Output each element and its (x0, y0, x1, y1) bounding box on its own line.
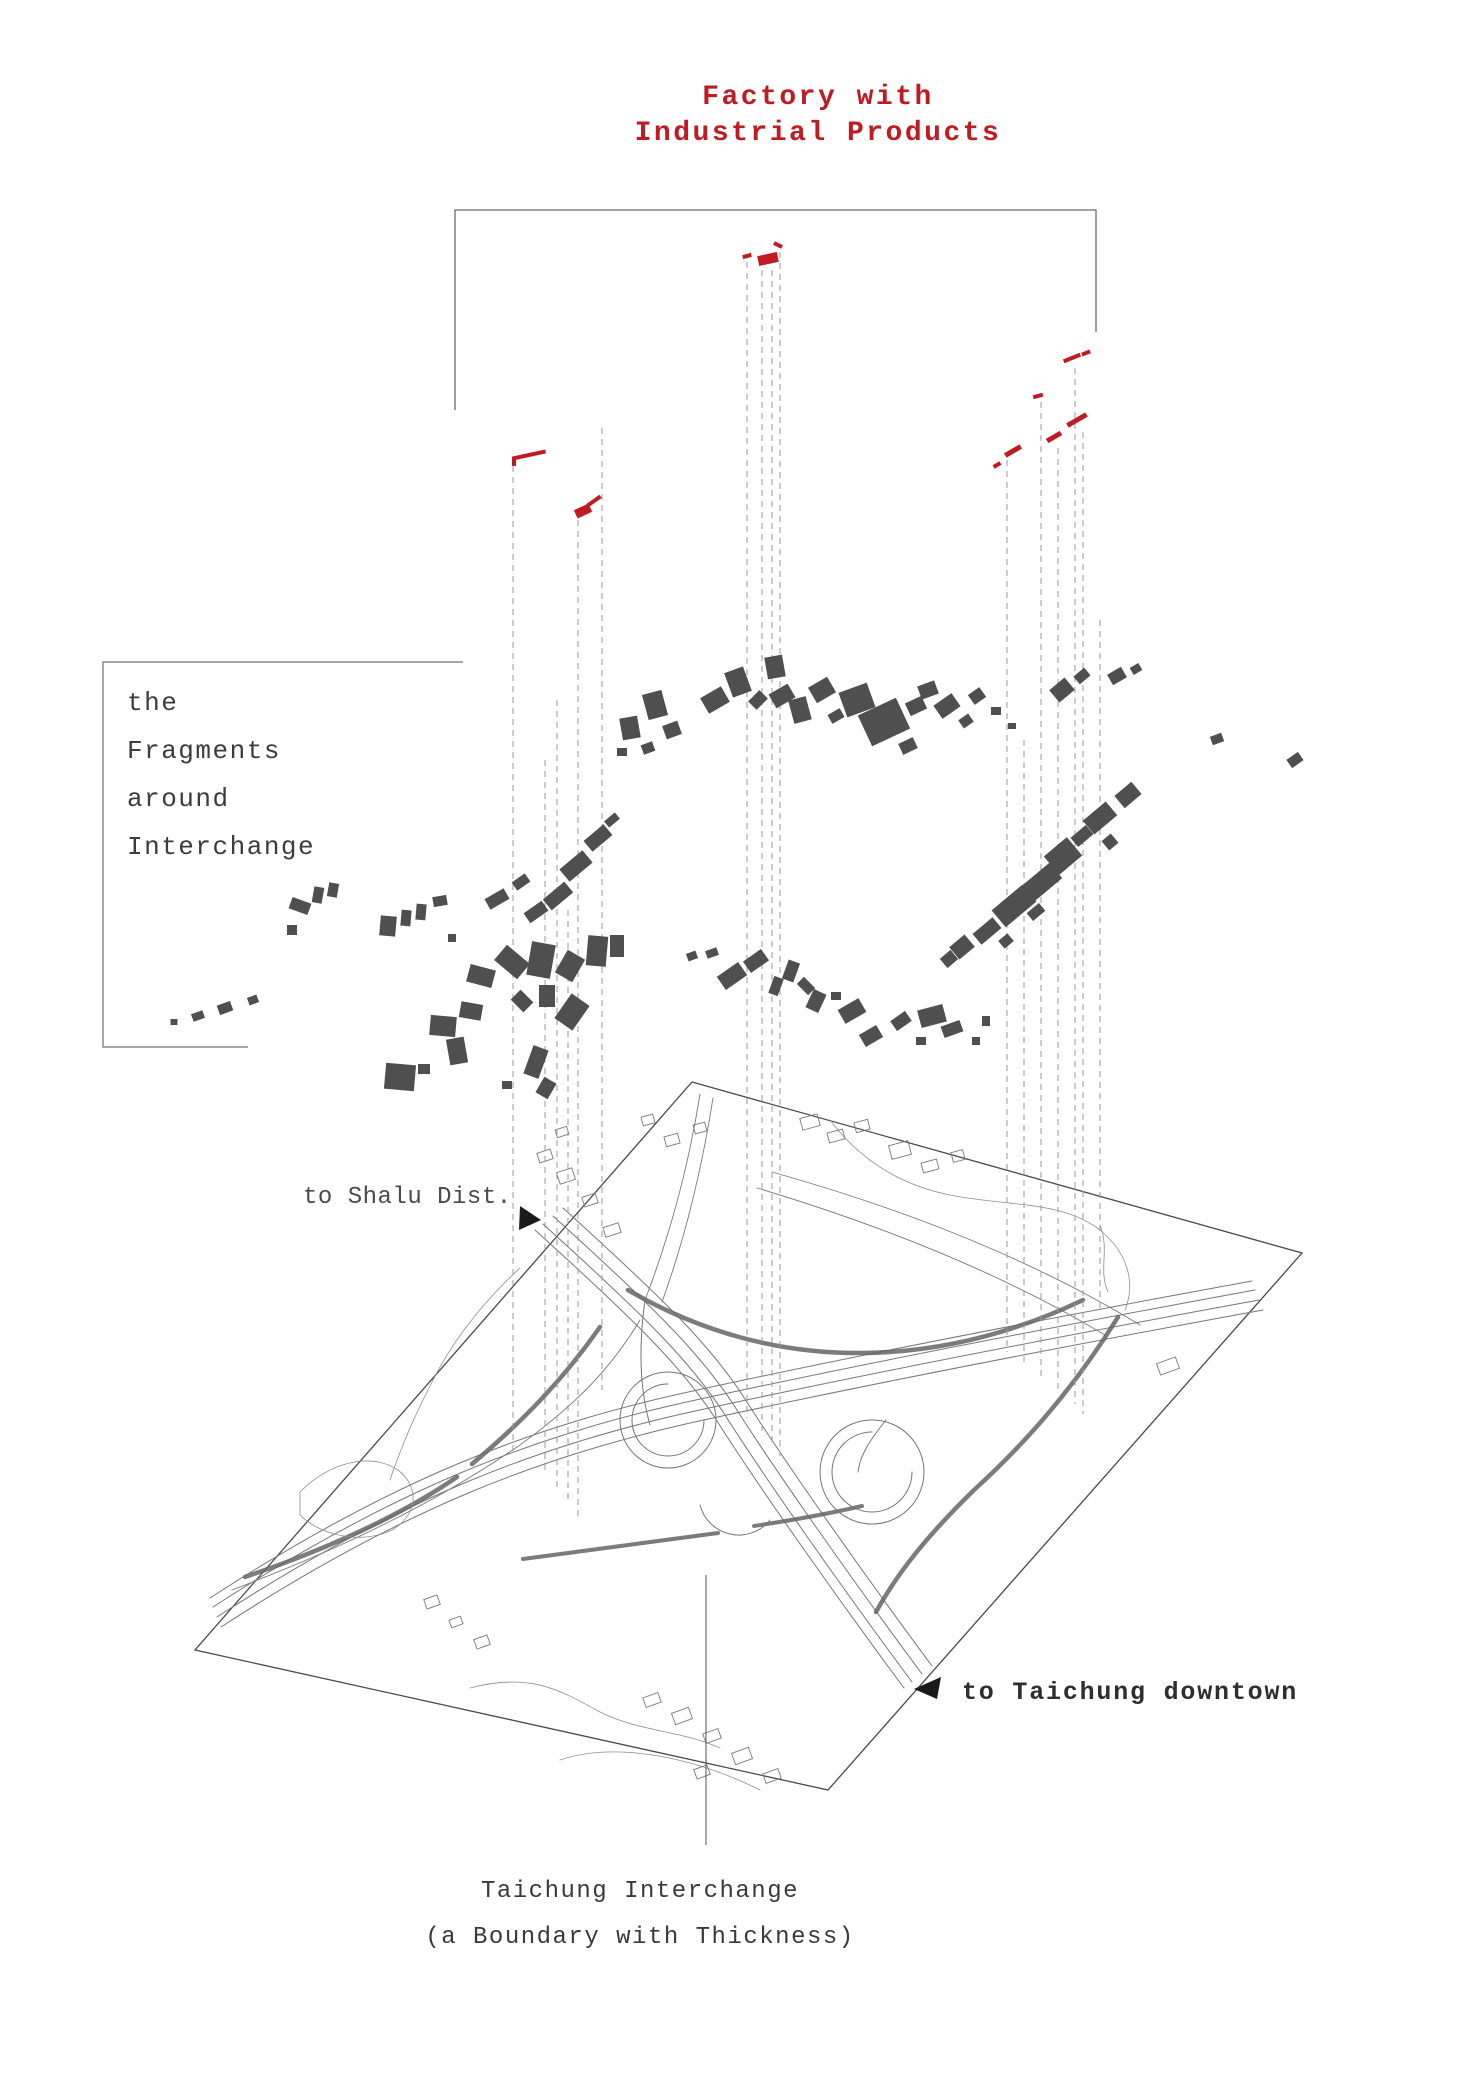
fragments-layer (170, 654, 1304, 1100)
page-title-line2: Industrial Products (634, 118, 1002, 149)
factory-marks-layer (511, 241, 1091, 519)
title-bracket (454, 209, 1097, 410)
ramp-left (231, 1319, 641, 1591)
fragments-label-line3: around (127, 784, 230, 814)
field-boundaries (299, 1119, 1131, 1791)
map-caption-line1: Taichung Interchange (480, 1878, 800, 1905)
interchange-map (193, 1081, 1304, 1791)
shaded-ramps (242, 1287, 1121, 1615)
ramp-top (644, 1093, 714, 1303)
map-caption-line2: (a Boundary with Thickness) (425, 1924, 855, 1951)
fragments-label-line2: Fragments (127, 736, 281, 766)
label-to-shalu: to Shalu Dist. (303, 1184, 512, 1211)
freeway-crossing (209, 1280, 1264, 1628)
page-title-line1: Factory with (702, 82, 934, 113)
fragments-label-box (102, 661, 463, 1048)
loop-partial (699, 1504, 771, 1536)
label-to-taichung-downtown: to Taichung downtown (962, 1678, 1299, 1707)
loop-east (819, 1419, 925, 1525)
fragments-label-line1: the (127, 688, 179, 718)
map-buildings-layer (423, 1113, 1181, 1785)
loop-ramps (619, 1299, 925, 1536)
loop-west (619, 1371, 717, 1469)
shalu-arrow-icon (519, 1206, 541, 1230)
downtown-arrow-icon (914, 1677, 941, 1699)
map-boundary (193, 1081, 1304, 1791)
fragments-label-line4: Interchange (127, 832, 316, 862)
